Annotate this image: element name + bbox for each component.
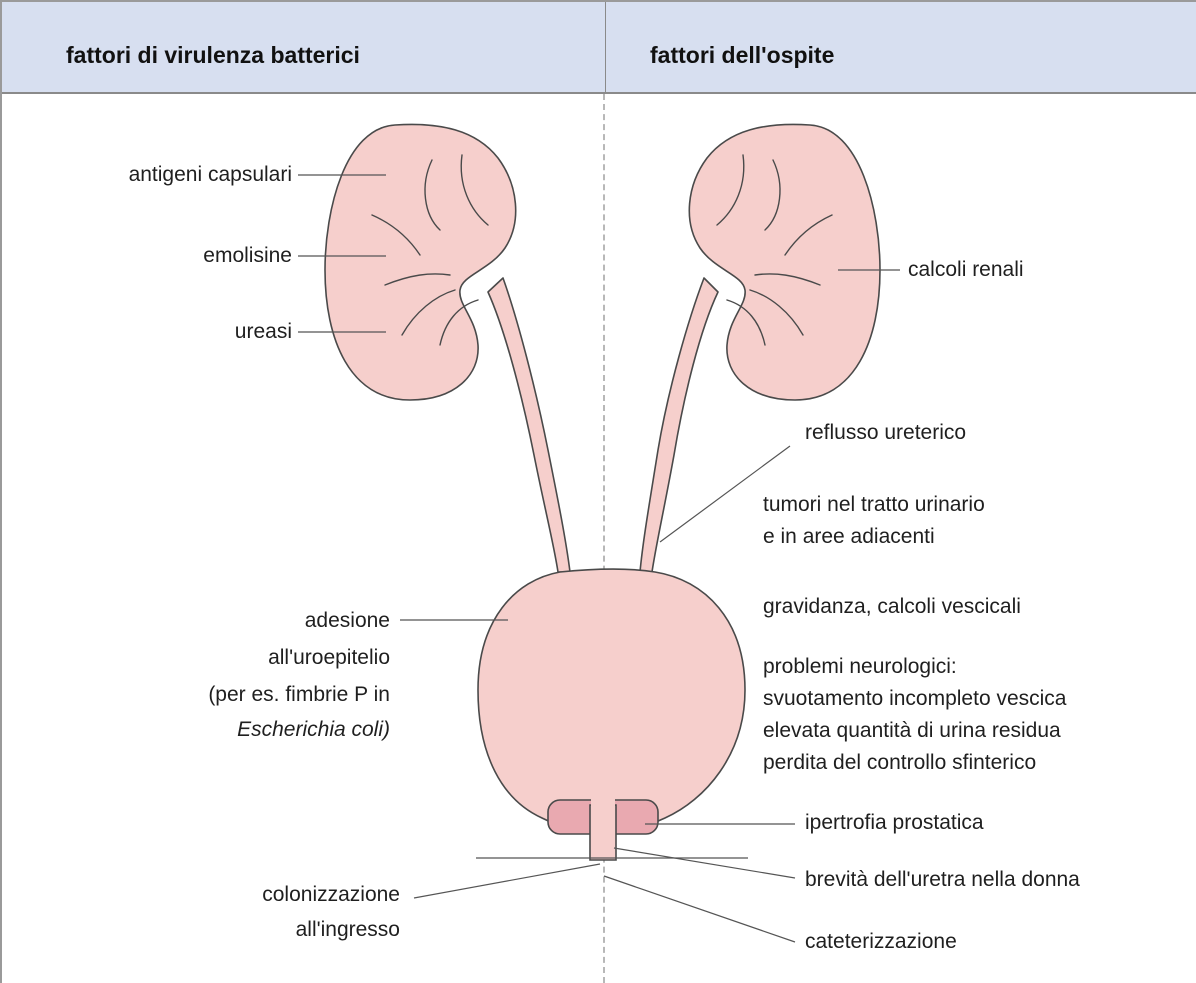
label-neuro-line3: elevata quantità di urina residua bbox=[763, 716, 1061, 745]
urethra bbox=[590, 805, 616, 860]
label-cateterizzazione: cateterizzazione bbox=[805, 927, 957, 956]
label-brevita-uretra: brevità dell'uretra nella donna bbox=[805, 865, 1080, 894]
left-ureter bbox=[488, 278, 570, 572]
label-tumori-line2: e in aree adiacenti bbox=[763, 522, 935, 551]
label-calcoli-renali: calcoli renali bbox=[908, 255, 1024, 284]
right-kidney bbox=[689, 124, 880, 400]
label-gravidanza: gravidanza, calcoli vescicali bbox=[763, 592, 1021, 621]
label-neuro-line4: perdita del controllo sfinterico bbox=[763, 748, 1036, 777]
label-tumori-line1: tumori nel tratto urinario bbox=[763, 490, 985, 519]
label-neuro-line1: problemi neurologici: bbox=[763, 652, 957, 681]
label-ipertrofia-prostatica: ipertrofia prostatica bbox=[805, 808, 984, 837]
label-colonizzazione-line2: all'ingresso bbox=[296, 915, 400, 944]
bladder bbox=[478, 569, 745, 832]
label-reflusso-ureterico: reflusso ureterico bbox=[805, 418, 966, 447]
label-adesione-line3: (per es. fimbrie P in bbox=[208, 680, 390, 709]
label-adesione-line2: all'uroepitelio bbox=[268, 643, 390, 672]
label-emolisine: emolisine bbox=[203, 241, 292, 270]
label-ureasi: ureasi bbox=[235, 317, 292, 346]
label-antigeni-capsulari: antigeni capsulari bbox=[129, 160, 292, 189]
left-kidney bbox=[325, 124, 516, 400]
label-neuro-line2: svuotamento incompleto vescica bbox=[763, 684, 1067, 713]
label-adesione-line1: adesione bbox=[305, 606, 390, 635]
label-adesione-line4: Escherichia coli) bbox=[237, 715, 390, 744]
label-colonizzazione-line1: colonizzazione bbox=[262, 880, 400, 909]
